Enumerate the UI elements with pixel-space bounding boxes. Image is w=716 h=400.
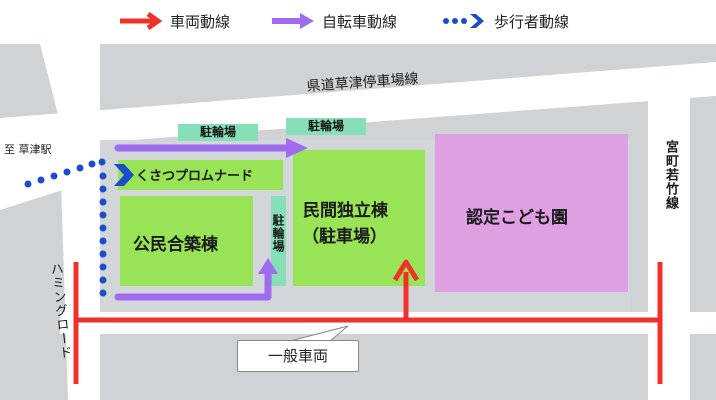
red-arrow-icon	[120, 11, 163, 31]
legend-car: 車両動線	[118, 8, 230, 34]
kodomoen-label: 認定こども園	[466, 208, 568, 228]
hamming-road	[60, 138, 100, 400]
kominkan-label: 公民合築棟	[133, 235, 218, 255]
general-vehicle-callout: 一般車両	[237, 340, 359, 372]
bicycle-route-top	[114, 138, 308, 158]
kominkan-building	[120, 196, 253, 286]
private-building-label-2: （駐車場）	[302, 227, 387, 247]
legend-car-label: 車両動線	[170, 12, 231, 31]
private-building-label-1: 民間独立棟	[303, 201, 388, 221]
pedestrian-route	[24, 158, 134, 297]
kodomoen-building	[435, 134, 628, 292]
purple-arrow-icon	[272, 13, 314, 29]
legend-pedestrian-label: 歩行者動線	[494, 12, 570, 31]
bottom-road	[60, 312, 716, 334]
bike-parking-left: 駐輪場	[178, 124, 258, 141]
bike-parking-vertical: 駐輪場	[271, 214, 285, 253]
callout-pointer	[289, 325, 349, 342]
legend-bicycle-label: 自転車動線	[322, 12, 398, 31]
legend-pedestrian: 歩行者動線	[442, 8, 569, 34]
blue-dotted-arrow-icon	[443, 14, 484, 28]
bike-parking-right: 駐輪場	[286, 118, 366, 135]
car-route	[73, 259, 663, 384]
bike-parking-vertical-strip	[271, 196, 286, 286]
upper-left-road	[40, 44, 100, 122]
station-direction-label: 至 草津駅	[4, 143, 52, 156]
miyamachi-road-label: 宮町若竹線	[663, 140, 678, 210]
bicycle-route-bottom	[114, 258, 278, 301]
legend-bicycle: 自転車動線	[270, 8, 397, 34]
promenade-strip	[118, 160, 283, 190]
promenade-label: くさつプロムナード	[136, 169, 254, 184]
